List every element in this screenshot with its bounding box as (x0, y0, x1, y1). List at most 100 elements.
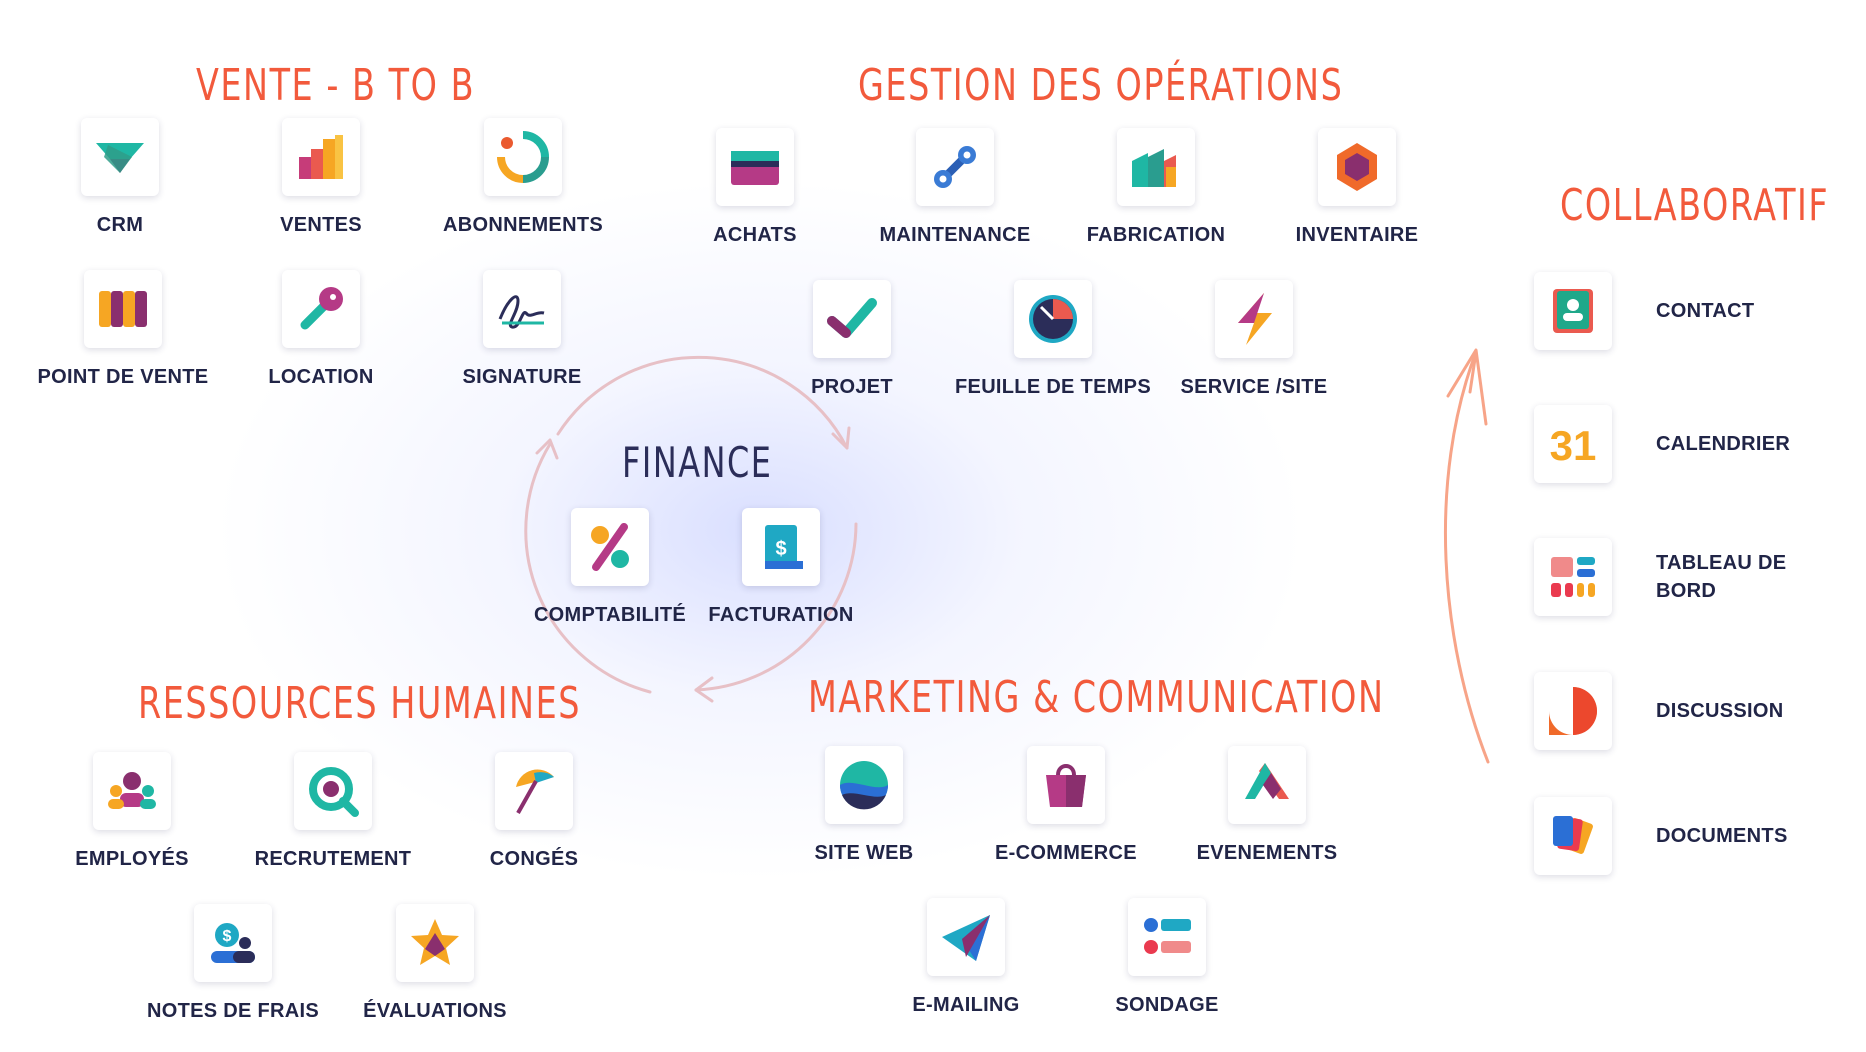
app-achats[interactable]: ACHATS (650, 128, 860, 247)
section-title-collaboratif: COLLABORATIF (1560, 180, 1830, 231)
app-label: DOCUMENTS (1656, 825, 1788, 847)
section-title-rh: RESSOURCES HUMAINES (138, 678, 581, 729)
recruitment-search-icon (294, 752, 372, 830)
app-feuille-de-temps[interactable]: FEUILLE DE TEMPS (948, 280, 1158, 399)
app-crm[interactable]: CRM (15, 118, 225, 237)
app-label: LOCATION (268, 366, 374, 388)
factory-icon (1117, 128, 1195, 206)
section-title-vente: VENTE - B TO B (196, 60, 476, 111)
lightning-bolt-icon (1215, 280, 1293, 358)
app-discussion[interactable]: DISCUSSION (1534, 672, 1834, 750)
app-evenements[interactable]: EVENEMENTS (1162, 746, 1372, 865)
app-maintenance[interactable]: MAINTENANCE (850, 128, 1060, 247)
app-label: EVENEMENTS (1196, 842, 1338, 864)
app-label: PROJET (811, 376, 893, 398)
paper-plane-icon (927, 898, 1005, 976)
star-rating-icon (396, 904, 474, 982)
app-label: E-MAILING (912, 994, 1020, 1016)
app-label: VENTES (280, 214, 362, 236)
app-abonnements[interactable]: ABONNEMENTS (418, 118, 628, 237)
app-label: E-COMMERCE (995, 842, 1137, 864)
timer-gauge-icon (1014, 280, 1092, 358)
dashboard-tiles-icon (1534, 538, 1612, 616)
invoice-dollar-icon: $ (742, 508, 820, 586)
checkmark-icon (813, 280, 891, 358)
app-e-commerce[interactable]: E-COMMERCE (961, 746, 1171, 865)
contact-card-icon (1534, 272, 1612, 350)
app-label: CALENDRIER (1656, 433, 1791, 455)
currency-symbol: $ (775, 538, 786, 560)
chat-bubble-icon (1534, 672, 1612, 750)
accounting-percent-icon (571, 508, 649, 586)
app-point-de-vente[interactable]: POINT DE VENTE (18, 270, 228, 389)
section-title-operations: GESTION DES OPÉRATIONS (858, 60, 1344, 111)
app-notes-de-frais[interactable]: $ NOTES DE FRAIS (128, 904, 338, 1023)
inventory-box-icon (1318, 128, 1396, 206)
app-label: FEUILLE DE TEMPS (955, 376, 1151, 398)
calendar-icon: 31 (1534, 405, 1612, 483)
section-title-marketing: MARKETING & COMMUNICATION (808, 672, 1385, 723)
app-label: POINT DE VENTE (37, 366, 209, 388)
app-recrutement[interactable]: RECRUTEMENT (228, 752, 438, 871)
crm-icon (81, 118, 159, 196)
app-label: ÉVALUATIONS (363, 1000, 507, 1022)
app-sondage[interactable]: SONDAGE (1062, 898, 1272, 1017)
app-employes[interactable]: EMPLOYÉS (27, 752, 237, 871)
survey-options-icon (1128, 898, 1206, 976)
app-ventes[interactable]: VENTES (216, 118, 426, 237)
key-icon (282, 270, 360, 348)
subscription-cycle-icon (484, 118, 562, 196)
app-fabrication[interactable]: FABRICATION (1051, 128, 1261, 247)
beach-umbrella-icon (495, 752, 573, 830)
documents-stack-icon (1534, 797, 1612, 875)
app-label: CONTACT (1656, 300, 1755, 322)
purchase-card-icon (716, 128, 794, 206)
shopping-bag-icon (1027, 746, 1105, 824)
employees-group-icon (93, 752, 171, 830)
app-label: ABONNEMENTS (443, 214, 603, 236)
app-documents[interactable]: DOCUMENTS (1534, 797, 1834, 875)
app-label: DISCUSSION (1656, 700, 1784, 722)
app-projet[interactable]: PROJET (747, 280, 957, 399)
app-label: MAINTENANCE (879, 224, 1031, 246)
app-location[interactable]: LOCATION (216, 270, 426, 389)
section-title-finance: FINANCE (622, 438, 773, 487)
app-label: INVENTAIRE (1295, 224, 1419, 246)
app-label: TABLEAU DE BORD (1656, 552, 1787, 602)
app-inventaire[interactable]: INVENTAIRE (1252, 128, 1462, 247)
app-label: COMPTABILITÉ (533, 604, 687, 626)
app-label: ACHATS (713, 224, 797, 246)
app-label: SERVICE /SITE (1180, 376, 1328, 398)
app-evaluations[interactable]: ÉVALUATIONS (330, 904, 540, 1023)
app-site-web[interactable]: SITE WEB (759, 746, 969, 865)
website-globe-icon (825, 746, 903, 824)
sales-chart-icon (282, 118, 360, 196)
app-label: FABRICATION (1086, 224, 1226, 246)
app-tableau-de-bord[interactable]: TABLEAU DE BORD (1534, 538, 1834, 616)
signature-pen-icon (483, 270, 561, 348)
app-calendrier[interactable]: 31 CALENDRIER (1534, 405, 1834, 483)
app-label: RECRUTEMENT (254, 848, 412, 870)
wrench-link-icon (916, 128, 994, 206)
app-e-mailing[interactable]: E-MAILING (861, 898, 1071, 1017)
app-label: EMPLOYÉS (75, 848, 189, 870)
app-facturation[interactable]: $ FACTURATION (676, 508, 886, 627)
app-label: CRM (96, 214, 144, 236)
app-signature[interactable]: SIGNATURE (417, 270, 627, 389)
app-label: NOTES DE FRAIS (147, 1000, 319, 1022)
app-comptabilite[interactable]: COMPTABILITÉ (505, 508, 715, 627)
app-label: CONGÉS (489, 848, 579, 870)
app-conges[interactable]: CONGÉS (429, 752, 639, 871)
app-label: FACTURATION (708, 604, 854, 626)
calendar-number: 31 (1550, 422, 1597, 469)
app-service-site[interactable]: SERVICE /SITE (1149, 280, 1359, 399)
app-label: SIGNATURE (462, 366, 582, 388)
expense-coin-icon: $ (194, 904, 272, 982)
shop-awning-icon (84, 270, 162, 348)
app-label: SONDAGE (1115, 994, 1219, 1016)
events-ribbon-icon (1228, 746, 1306, 824)
app-label: SITE WEB (814, 842, 914, 864)
currency-symbol: $ (223, 928, 232, 945)
app-contact[interactable]: CONTACT (1534, 272, 1834, 350)
collaboratif-arrow (1443, 348, 1490, 764)
